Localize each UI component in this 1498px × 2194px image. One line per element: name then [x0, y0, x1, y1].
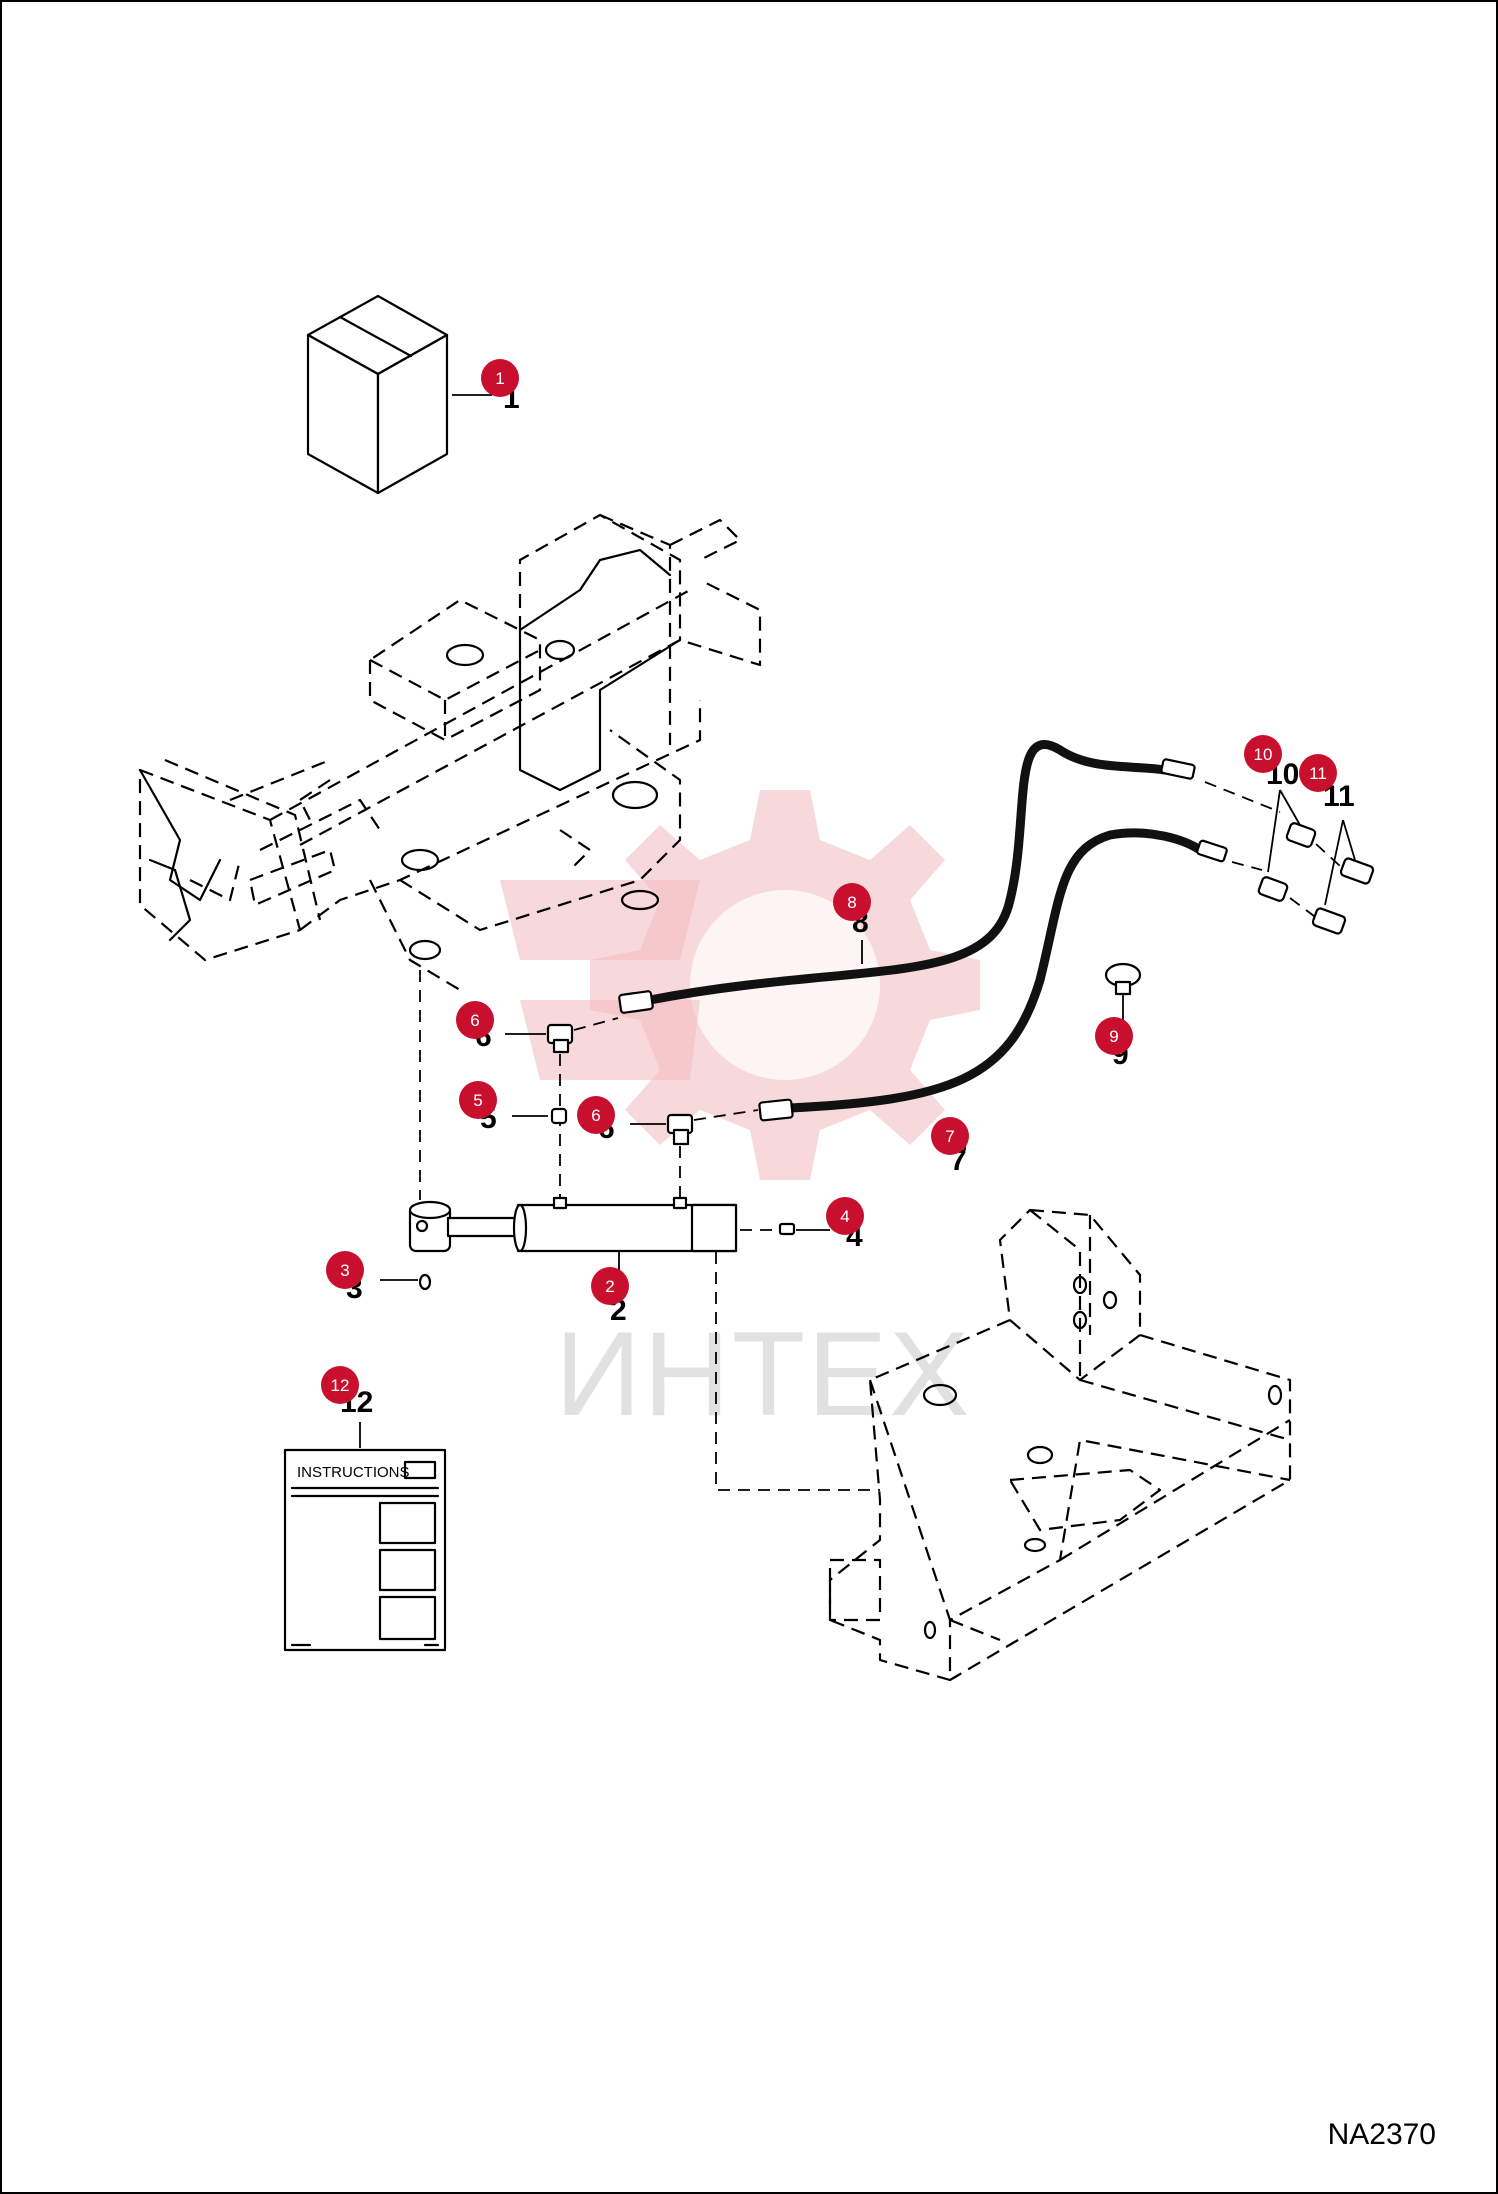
- grease-fitting-4-part: [778, 1222, 796, 1236]
- callout-5[interactable]: 5: [459, 1081, 497, 1119]
- callout-4-label: 4: [840, 1207, 849, 1226]
- leader-10-11-b: [1289, 897, 1315, 917]
- callout-7[interactable]: 7: [931, 1117, 969, 1155]
- plug-5-part: [550, 1107, 568, 1125]
- clamp-9-part: [1104, 962, 1142, 996]
- instructions-label: INSTRUCTIONS: [297, 1464, 410, 1481]
- callout-7-label: 7: [945, 1127, 954, 1146]
- callout-6a-label: 6: [470, 1011, 479, 1030]
- leader-cyl-frame: [715, 1252, 880, 1491]
- callout-3[interactable]: 3: [326, 1251, 364, 1289]
- callout-4[interactable]: 4: [826, 1197, 864, 1235]
- callout-11[interactable]: 11: [1299, 754, 1337, 792]
- leader-10-hose: [1204, 781, 1281, 813]
- elbow-6b-part: [666, 1113, 694, 1146]
- callout-1[interactable]: 1: [481, 359, 519, 397]
- leader-6a-hose: [573, 1017, 619, 1031]
- leader-10: [1267, 789, 1301, 873]
- callout-3-label: 3: [340, 1261, 349, 1280]
- callout-8-label: 8: [847, 893, 856, 912]
- leader-6b-hose: [693, 1109, 759, 1121]
- callout-8[interactable]: 8: [833, 883, 871, 921]
- callout-12[interactable]: 12: [321, 1366, 359, 1404]
- hose-8-part: [618, 740, 1196, 1014]
- callout-9[interactable]: 9: [1095, 1017, 1133, 1055]
- callout-6b-label: 6: [591, 1106, 600, 1125]
- leader-10-11-a: [1315, 843, 1341, 867]
- leader-11: [1324, 819, 1356, 906]
- leader-7-fit: [1231, 861, 1263, 871]
- callout-6a[interactable]: 6: [456, 1001, 494, 1039]
- elbow-6a-part: [546, 1023, 574, 1054]
- callout-12-label: 12: [331, 1376, 350, 1395]
- callout-10[interactable]: 10: [1244, 735, 1282, 773]
- callout-11-label: 11: [1309, 764, 1327, 783]
- callout-1-label: 1: [495, 369, 504, 388]
- callout-9-label: 9: [1109, 1027, 1118, 1046]
- kit-box-part: [306, 294, 449, 495]
- mount-bracket-outline: [828, 1208, 1292, 1682]
- callout-6b[interactable]: 6: [577, 1096, 615, 1134]
- callout-5-label: 5: [473, 1091, 482, 1110]
- fitting-10-part: [1257, 822, 1317, 902]
- document-code: NA2370: [1327, 2118, 1436, 2151]
- callout-10-label: 10: [1254, 745, 1273, 764]
- fitting-3-part: [418, 1273, 432, 1291]
- loader-frame-outline: [138, 513, 762, 991]
- callout-2-label: 2: [605, 1277, 614, 1296]
- watermark-text: ИНТЕХ: [555, 1307, 971, 1441]
- callout-2[interactable]: 2: [591, 1267, 629, 1305]
- hose-7-part: [758, 828, 1228, 1122]
- instructions-manual-part: [283, 1448, 447, 1652]
- fitting-11-part: [1311, 857, 1375, 935]
- cylinder-2-part: [408, 1196, 738, 1253]
